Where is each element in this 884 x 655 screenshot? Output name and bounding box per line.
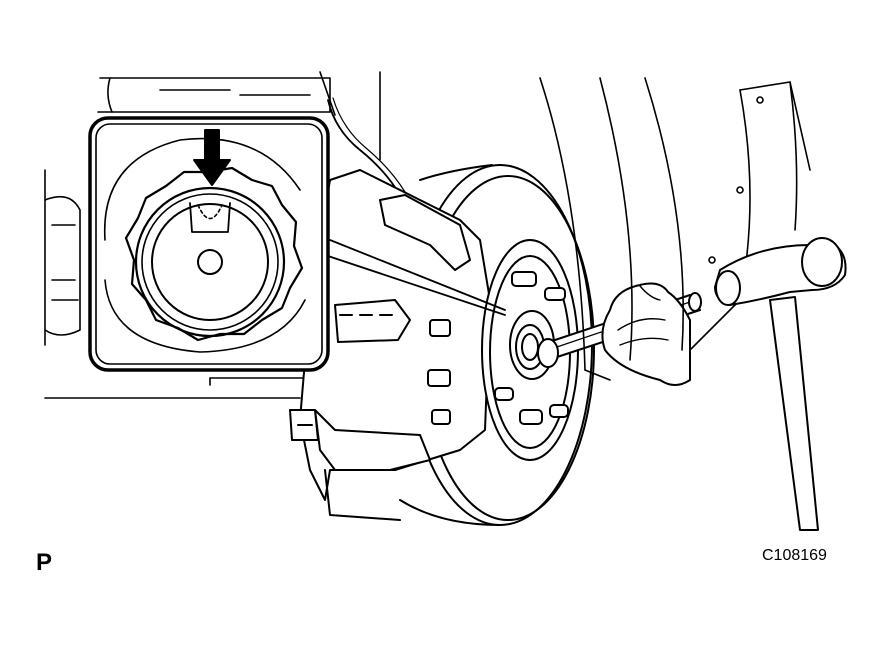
socket-outline — [124, 166, 304, 342]
section-letter: P — [36, 549, 53, 576]
down-arrow-icon — [193, 129, 231, 186]
figure-id: C108169 — [762, 547, 827, 564]
suspension-background — [44, 71, 381, 399]
gloved-hand — [601, 282, 691, 386]
brake-caliper — [289, 169, 491, 521]
sensor-wire-shadow — [332, 97, 406, 193]
staking-notch — [189, 202, 231, 233]
callout-lines — [324, 237, 506, 316]
magnifier-box — [88, 116, 330, 372]
hammer — [714, 237, 847, 531]
